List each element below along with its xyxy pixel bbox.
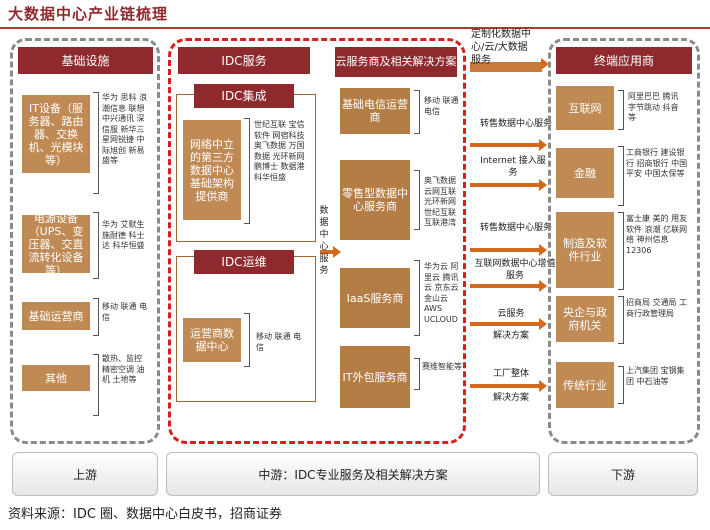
- downstream-header: 终端应用商: [556, 47, 692, 74]
- idc-integration-vendors: 世纪互联 宝信软件 网宿科技 奥飞数据 万国数据 光环新网 鹏博士 数据港 科华…: [254, 120, 305, 182]
- bracket: [414, 358, 420, 390]
- title-divider: [0, 27, 710, 29]
- arrow-label-7: 工厂整体: [492, 369, 529, 379]
- bracket: [93, 212, 99, 279]
- downstream-finance-vendors: 工商银行 建设银行 招商银行 中国平安 中国太保等: [626, 148, 688, 178]
- bottom-downstream: 下游: [548, 452, 698, 496]
- flow-arrow: [320, 246, 341, 258]
- upstream-header: 基础设施: [18, 47, 153, 74]
- bracket: [414, 260, 420, 336]
- downstream-manufacturing-vendors: 富士康 美的 用友软件 浪潮 亿联网络 神州信息 12306: [626, 214, 688, 255]
- bracket: [618, 146, 624, 206]
- cloud-header: 云服务商及相关解决方案: [335, 47, 457, 77]
- downstream-internet: 互联网: [556, 86, 614, 130]
- mid-arrow-label: 数据中心服务: [319, 206, 329, 276]
- bottom-upstream: 上游: [12, 452, 158, 496]
- bottom-midstream: 中游：IDC专业服务及相关解决方案: [166, 452, 540, 496]
- upstream-power-equipment: 电源设备（UPS、变压器、交直流转化设备等）: [22, 212, 90, 277]
- arrow-label-5: 云服务: [497, 309, 525, 319]
- bracket: [414, 170, 420, 230]
- flow-arrow: [470, 380, 547, 392]
- cloud-iaas: IaaS服务商: [340, 268, 410, 328]
- bracket: [244, 313, 250, 367]
- flow-arrow: [470, 280, 547, 292]
- cloud-telecom-operators: 基础电信运营商: [340, 88, 410, 134]
- arrow-label-4: 互联网数据中心增值服务: [474, 259, 556, 281]
- upstream-power-vendors: 华为 艾默生 施耐德 科士达 科华恒盛: [102, 220, 145, 250]
- arrow-label-3: 转售数据中心服务: [479, 223, 552, 233]
- bracket: [93, 354, 99, 416]
- upstream-it-vendors: 华为 思科 浪潮信息 联想 中兴通讯 深信服 新华三 星网锐捷 中际旭创 新易盛…: [102, 93, 148, 165]
- downstream-traditional: 传统行业: [556, 362, 614, 408]
- downstream-manufacturing: 制造及软件行业: [556, 212, 614, 288]
- cloud-it-outsourcing: IT外包服务商: [340, 346, 410, 408]
- downstream-soe-government: 央企与政府机关: [556, 296, 614, 342]
- flow-arrow: [470, 244, 547, 256]
- top-flow-arrow: [470, 58, 549, 72]
- idc-services-header: IDC服务: [178, 47, 310, 74]
- flow-arrow: [470, 318, 547, 330]
- idc-integration-header: IDC集成: [194, 84, 294, 108]
- bracket: [244, 118, 250, 224]
- flow-arrow: [470, 139, 547, 151]
- arrow-label-6: 解决方案: [492, 331, 529, 341]
- bracket: [618, 212, 624, 290]
- bracket: [618, 366, 624, 404]
- midstream-group: [168, 38, 466, 444]
- arrow-label-1: 转售数据中心服务: [479, 119, 552, 129]
- source-note: 资料来源：IDC 圈、数据中心白皮书，招商证券: [8, 507, 283, 522]
- flow-arrow: [470, 179, 547, 191]
- downstream-internet-vendors: 阿里巴巴 腾讯 字节跳动 抖音等: [628, 92, 679, 122]
- cloud-iaas-vendors: 华为云 阿里云 腾讯云 京东云 金山云 AWS UCLOUD: [424, 262, 459, 324]
- cloud-outsourcing-vendors: 赛维智能等: [422, 362, 462, 371]
- downstream-finance: 金融: [556, 148, 614, 198]
- upstream-other-vendors: 散热、监控 精密空调 油机 土地等: [102, 354, 145, 384]
- upstream-operator-vendors: 移动 联通 电信: [102, 302, 148, 322]
- page-title: 大数据中心产业链梳理: [8, 5, 169, 23]
- bracket: [414, 90, 420, 134]
- upstream-group: [10, 38, 160, 444]
- upstream-operators: 基础运营商: [22, 302, 90, 330]
- bracket: [618, 296, 624, 344]
- upstream-other: 其他: [22, 365, 90, 391]
- downstream-soe-vendors: 招商局 交通局 工商行政管理局: [626, 298, 688, 318]
- idc-integration-label: 网络中立的第三方数据中心基础架构提供商: [183, 120, 241, 220]
- arrow-label-8: 解决方案: [492, 393, 529, 403]
- top-arrow-label: 定制化数据中心/云/大数据服务: [471, 29, 531, 66]
- bracket: [618, 90, 624, 130]
- upstream-it-equipment: IT设备（服务器、路由器、交换机、光模块等）: [22, 95, 90, 173]
- arrow-label-2: Internet 接入服务: [480, 156, 546, 178]
- cloud-retail-vendors: 奥飞数据 云网互联 光环新网 世纪互联 互联港湾: [424, 176, 456, 227]
- downstream-traditional-vendors: 上汽集团 宝钢集团 中石油等: [626, 366, 685, 386]
- bracket: [93, 92, 99, 194]
- downstream-group: [548, 38, 700, 444]
- cloud-retail-dc: 零售型数据中心服务商: [340, 160, 410, 240]
- bracket: [93, 298, 99, 336]
- idc-operation-vendors: 移动 联通 电信: [256, 332, 302, 352]
- cloud-telecom-vendors: 移动 联通 电信: [424, 96, 459, 116]
- idc-operation-label: 运营商数据中心: [183, 318, 241, 362]
- idc-operation-header: IDC运维: [194, 250, 294, 274]
